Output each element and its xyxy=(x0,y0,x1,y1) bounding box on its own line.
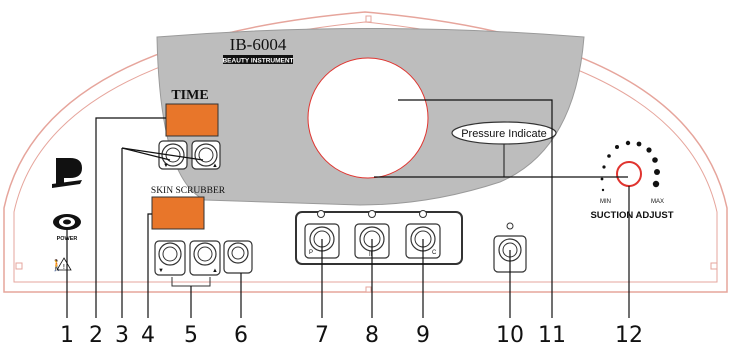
time-display xyxy=(165,103,219,137)
suction-min-label: MIN xyxy=(600,199,611,205)
suction-max-label: MAX xyxy=(651,199,664,205)
callout-2: 2 xyxy=(89,323,103,348)
brand-logo xyxy=(52,158,82,188)
mode-c-mark: C xyxy=(432,250,437,256)
callout-3: 3 xyxy=(115,323,129,348)
svg-text:🚶: 🚶 xyxy=(50,259,64,272)
time-down-mark: ▼ xyxy=(163,163,169,169)
callout-8: 8 xyxy=(365,323,379,348)
person-warning-icon: 🚶 xyxy=(50,259,64,272)
top-center-marker xyxy=(365,15,372,23)
skin-scrubber-display xyxy=(151,196,205,230)
left-corner-marker xyxy=(15,262,23,270)
model-subtitle-bar xyxy=(223,55,293,64)
callout-11: 11 xyxy=(538,323,566,348)
svg-text:!: ! xyxy=(63,263,66,271)
time-label: TIME xyxy=(171,88,208,103)
model-subtitle: BEAUTY INSTRUMENT xyxy=(222,58,293,65)
suction-adjust-knob[interactable] xyxy=(616,161,642,187)
callout-6: 6 xyxy=(234,323,248,348)
suction-adjust-label: SUCTION ADJUST xyxy=(590,210,673,221)
scrubber-up-button[interactable] xyxy=(189,240,221,276)
scrubber-down-mark: ▼ xyxy=(158,268,164,274)
callout-7: 7 xyxy=(315,323,329,348)
time-up-button[interactable] xyxy=(191,140,221,170)
pressure-gauge-window xyxy=(307,57,429,179)
bottom-center-marker xyxy=(365,286,372,293)
skin-scrubber-label: SKIN SCRUBBER xyxy=(151,186,226,196)
callout-5: 5 xyxy=(184,323,198,348)
callout-4: 4 xyxy=(141,323,155,348)
mode-ii-mark: II xyxy=(369,252,373,258)
led-ii xyxy=(368,210,376,218)
callout-12: 12 xyxy=(615,323,643,348)
scrubber-up-mark: ▲ xyxy=(212,268,218,274)
mode-p-mark: P xyxy=(309,250,313,256)
scrubber-down-button[interactable] xyxy=(154,240,186,276)
pressure-indicate-label: Pressure Indicate xyxy=(461,128,547,140)
leader-lines xyxy=(66,99,630,318)
callout-1: 1 xyxy=(60,323,74,348)
led-10 xyxy=(506,222,514,230)
time-up-mark: ▲ xyxy=(212,163,218,169)
callout-9: 9 xyxy=(416,323,430,348)
model-name: IB-6004 xyxy=(230,35,287,54)
callout-10: 10 xyxy=(496,323,524,348)
led-c xyxy=(419,210,427,218)
power-switch[interactable] xyxy=(53,214,81,230)
led-p xyxy=(317,210,325,218)
suction-dial-scale xyxy=(600,140,660,192)
scrubber-mode-button[interactable] xyxy=(223,240,253,274)
right-corner-marker xyxy=(710,262,718,270)
